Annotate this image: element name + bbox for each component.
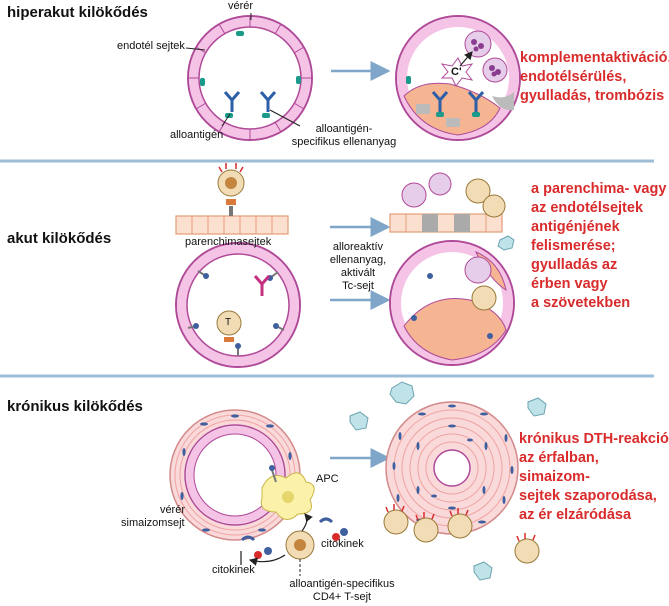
neutrophil-icon	[464, 256, 492, 284]
outcome-acute-line-4: felismerése;	[531, 238, 616, 254]
neutrophil-icon	[428, 172, 452, 196]
cytokine-icon	[240, 517, 348, 566]
antibody-icon	[431, 91, 485, 112]
label-smooth-muscle: simaizomsejt	[121, 517, 185, 529]
macrophage-icon	[349, 381, 547, 581]
label-alloantigen: alloantigén	[170, 129, 224, 141]
t-cell-icon	[383, 509, 409, 535]
neutrophil-icon	[464, 30, 492, 58]
vessel-cross-section-chronic	[383, 401, 540, 564]
section-title-acute: akut kilökődés	[7, 230, 112, 247]
label-cytokines-right: citokinek	[321, 538, 364, 550]
vessel-cross-section-normal	[187, 15, 313, 141]
label-cd4-t-cell-line-2: CD4+ T-sejt	[312, 591, 372, 603]
outcome-acute-line-5: gyulladás az	[531, 257, 618, 273]
outcome-chronic: krónikus DTH-reakció az érfalban, simaiz…	[519, 430, 669, 525]
vessel-cross-section-hyperacute	[395, 15, 521, 141]
t-cell-icon	[413, 517, 439, 543]
vessel-cross-section-acute	[389, 240, 515, 366]
label-t-cell: T	[225, 317, 232, 328]
label-cd4-t-cell-line-1: alloantigén-specifikus	[289, 578, 395, 590]
label-acute-mediators: alloreaktív ellenanyag, aktivált Tc-sejt	[313, 241, 403, 293]
t-cell-icon	[482, 194, 506, 218]
outcome-chronic-line-1: krónikus DTH-reakció	[519, 431, 669, 447]
label-antibody: alloantigén- specifikus ellenanyag	[279, 123, 409, 149]
outcome-acute: a parenchima- vagy az endotélsejtek anti…	[531, 180, 666, 313]
outcome-chronic-line-4: az ér elzáródása	[519, 507, 632, 523]
outcome-acute-line-6: érben vagy	[531, 276, 608, 292]
macrophage-icon	[497, 235, 515, 251]
label-cytokines-left: citokinek	[212, 564, 255, 576]
outcome-hyperacute: komplementaktiváció, endotélsérülés, gyu…	[520, 49, 669, 106]
neutrophil-icon	[401, 182, 427, 208]
vessel-cross-section-chronic-normal	[169, 409, 301, 541]
vessel-cross-section-acute-normal	[175, 242, 301, 368]
apc-cell	[260, 465, 315, 520]
label-vessel: vérér	[228, 0, 254, 12]
outcome-hyperacute-line-2: endotélsérülés,	[520, 69, 627, 85]
antibody-icon	[223, 91, 277, 112]
t-cell-icon	[514, 538, 540, 564]
label-acute-mediators-line-1: alloreaktív	[332, 241, 384, 253]
outcome-chronic-line-2: az érfalban, simaizom-	[519, 450, 599, 485]
complement-burst-icon	[440, 57, 474, 87]
t-cell-icon	[465, 178, 491, 204]
label-acute-mediators-line-3: aktivált	[340, 267, 376, 279]
label-vessel-smooth-muscle-line-1: vérér	[159, 504, 185, 516]
neutrophil-icon	[482, 57, 508, 83]
label-antibody-line-2: specifikus ellenanyag	[291, 136, 397, 148]
label-apc: APC	[316, 473, 339, 485]
outcome-acute-line-7: a szövetekben	[531, 295, 631, 311]
label-vessel-smooth-muscle: vérér	[137, 504, 185, 517]
outcome-chronic-line-3: sejtek szaporodása,	[519, 488, 657, 504]
t-cell-icon	[447, 513, 473, 539]
label-acute-mediators-line-2: ellenanyag,	[329, 254, 387, 266]
outcome-hyperacute-line-1: komplementaktiváció,	[520, 50, 669, 66]
antibody-icon	[253, 275, 271, 296]
label-antibody-line-1: alloantigén-	[315, 123, 373, 135]
label-parenchyma: parenchimasejtek	[185, 236, 272, 248]
t-cell-icon	[216, 310, 242, 336]
label-cd4-t-cell: alloantigén-specifikus CD4+ T-sejt	[262, 578, 422, 604]
section-title-chronic: krónikus kilökődés	[7, 398, 143, 415]
label-endothelial-cells: endotél sejtek	[117, 40, 185, 52]
outcome-acute-line-3: antigénjének	[531, 219, 620, 235]
parenchyma-cells	[175, 163, 289, 235]
cd4-t-cell	[285, 513, 315, 576]
outcome-acute-line-1: a parenchima- vagy	[531, 181, 667, 197]
section-title-hyperacute: hiperakut kilökődés	[7, 4, 148, 21]
label-complement: C'	[451, 66, 462, 78]
outcome-hyperacute-line-3: gyulladás, trombózis	[520, 88, 665, 104]
label-acute-mediators-line-4: Tc-sejt	[342, 280, 374, 292]
t-cell-icon	[471, 285, 497, 311]
outcome-acute-line-2: az endotélsejtek	[531, 200, 644, 216]
